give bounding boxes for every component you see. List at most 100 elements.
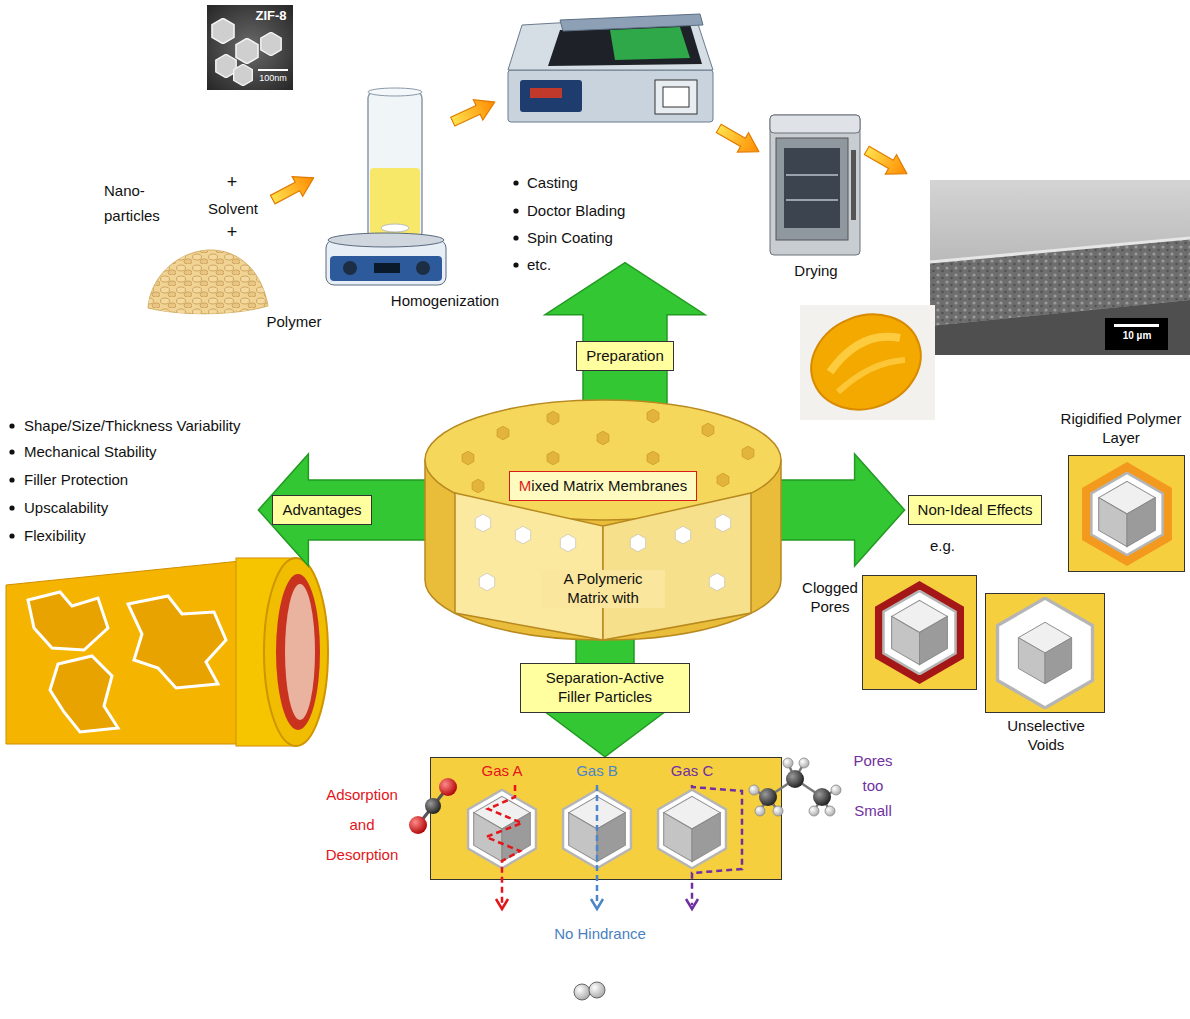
text-holder: ZIF-8: [250, 8, 292, 24]
mechanism-label: No Hindrance: [535, 925, 665, 943]
gas-separation-art: [486, 785, 522, 905]
ingredient-label: Solvent: [198, 200, 268, 218]
advantage-item: Mechanical Stability: [24, 443, 324, 461]
film-roll: [28, 592, 108, 650]
mechanism-label: Pores too Small: [846, 748, 900, 823]
node-text: Non-Ideal Effects: [918, 501, 1033, 520]
hydrogen-molecule: [589, 982, 605, 998]
defect-inset: Unselective Voids: [985, 593, 1107, 763]
gas-separation-art: [759, 788, 777, 806]
process-arrow: [713, 119, 764, 162]
text-holder: Polymer: [262, 313, 326, 331]
sem-image-nanoparticles: [258, 69, 288, 71]
membrane-disk-art: [717, 473, 729, 487]
text-holder: No Hindrance: [535, 925, 665, 943]
sem-cross-section: [1105, 318, 1168, 350]
scale-bar-label: 10 µm: [1114, 330, 1160, 342]
advantage-item: Upscalability: [24, 499, 324, 517]
text-holder: e.g.: [930, 537, 970, 555]
drying-oven: [770, 115, 860, 255]
text-holder: Nano- particles: [104, 178, 168, 228]
film-applicator: [560, 14, 703, 31]
rigidified-layer-art: [1069, 456, 1185, 572]
text-holder: Flexibility: [24, 527, 324, 545]
membrane-photo: [797, 298, 935, 425]
mechanism-label: Adsorption and Desorption: [320, 780, 404, 870]
text-holder: Homogenization: [380, 292, 510, 310]
process-arrow: [448, 92, 500, 132]
film-applicator: [655, 80, 697, 114]
advantage-item: Filler Protection: [24, 471, 324, 489]
polymer-pellets: [148, 250, 268, 314]
sem-image-nanoparticles: [261, 32, 281, 56]
film-applicator: [508, 14, 713, 122]
gas-separation-art: [754, 763, 836, 811]
membrane-disk-art: [715, 514, 730, 532]
film-roll: [6, 558, 328, 746]
block-arrow: [545, 263, 705, 408]
image-label: ZIF-8: [250, 8, 292, 24]
stirrer-hotplate: [368, 88, 422, 96]
membrane-disk-art: [630, 534, 645, 552]
label-box: Advantages: [272, 495, 371, 526]
gas-separation-art: [596, 785, 599, 905]
film-roll: [50, 656, 118, 732]
text-holder: 100nm: [254, 73, 292, 84]
gas-separation-art: [809, 806, 819, 816]
block-arrow: [258, 454, 433, 566]
process-arrow: [267, 168, 318, 210]
sem-image-nanoparticles: [236, 38, 258, 63]
text-holder: Mixed Matrix Membranes: [519, 477, 687, 496]
process-arrow: [448, 92, 500, 132]
membrane-disk-art: [423, 398, 783, 648]
sem-image-nanoparticles: [207, 5, 293, 90]
stirrer-hotplate: [343, 261, 357, 275]
text-holder: Clogged Pores: [800, 579, 860, 617]
node-text: Separation-Active Filler Particles: [530, 669, 680, 707]
membrane-photo: [830, 337, 900, 372]
membrane-disk-art: [603, 493, 751, 640]
defect-inset: Clogged Pores: [800, 573, 978, 693]
process-arrow: [267, 168, 318, 210]
sem-cross-section: [930, 180, 1190, 355]
gas-separation-art: [755, 806, 765, 816]
gas-separation-art: [409, 816, 427, 834]
block-arrow: [773, 454, 905, 566]
membrane-disk: Mixed Matrix MembranesA Polymeric Matrix…: [423, 398, 783, 648]
clogged-pores-art: [883, 591, 955, 674]
gas-separation-art: [799, 758, 809, 768]
text-holder: Shape/Size/Thickness Variability: [24, 417, 324, 435]
unselective-voids-art: [1018, 622, 1071, 683]
gas-separation-art: [474, 796, 531, 861]
membrane-disk-art: [479, 573, 494, 591]
text-holder: Gas C: [665, 762, 720, 781]
stirrer-hotplate: [330, 256, 442, 281]
film-applicator: [610, 27, 690, 60]
node-text: Advantages: [282, 501, 361, 520]
node-text: Clogged Pores: [800, 579, 860, 617]
label-box: Preparation: [576, 341, 674, 372]
stirrer-hotplate: [328, 233, 444, 247]
gas-separation-art: [658, 790, 726, 868]
clogged-pores-art: [875, 581, 964, 684]
hydrogen-molecule: [574, 982, 605, 1000]
node-text: Preparation: [586, 347, 664, 366]
text-holder: Adsorption and Desorption: [320, 780, 404, 870]
process-arrow: [861, 141, 912, 184]
film-roll: [276, 574, 320, 730]
advantage-item: Shape/Size/Thickness Variability: [24, 417, 324, 435]
gas-separation-art: [825, 806, 835, 816]
process-arrow: [861, 141, 912, 184]
text-holder: etc.: [527, 256, 677, 274]
text-holder: Gas B: [570, 762, 625, 781]
membrane-disk-art: [475, 514, 490, 532]
film-roll: [285, 584, 315, 720]
gas-separation-art: [591, 899, 603, 909]
text-holder: +: [222, 222, 242, 244]
bullet-dot: [9, 505, 14, 510]
text-holder: Unselective Voids: [998, 717, 1094, 755]
plus-sign: +: [222, 222, 242, 244]
gas-separation-art: [496, 899, 508, 909]
membrane-disk-art: [675, 526, 690, 544]
sem-image-nanoparticles: [234, 64, 253, 86]
